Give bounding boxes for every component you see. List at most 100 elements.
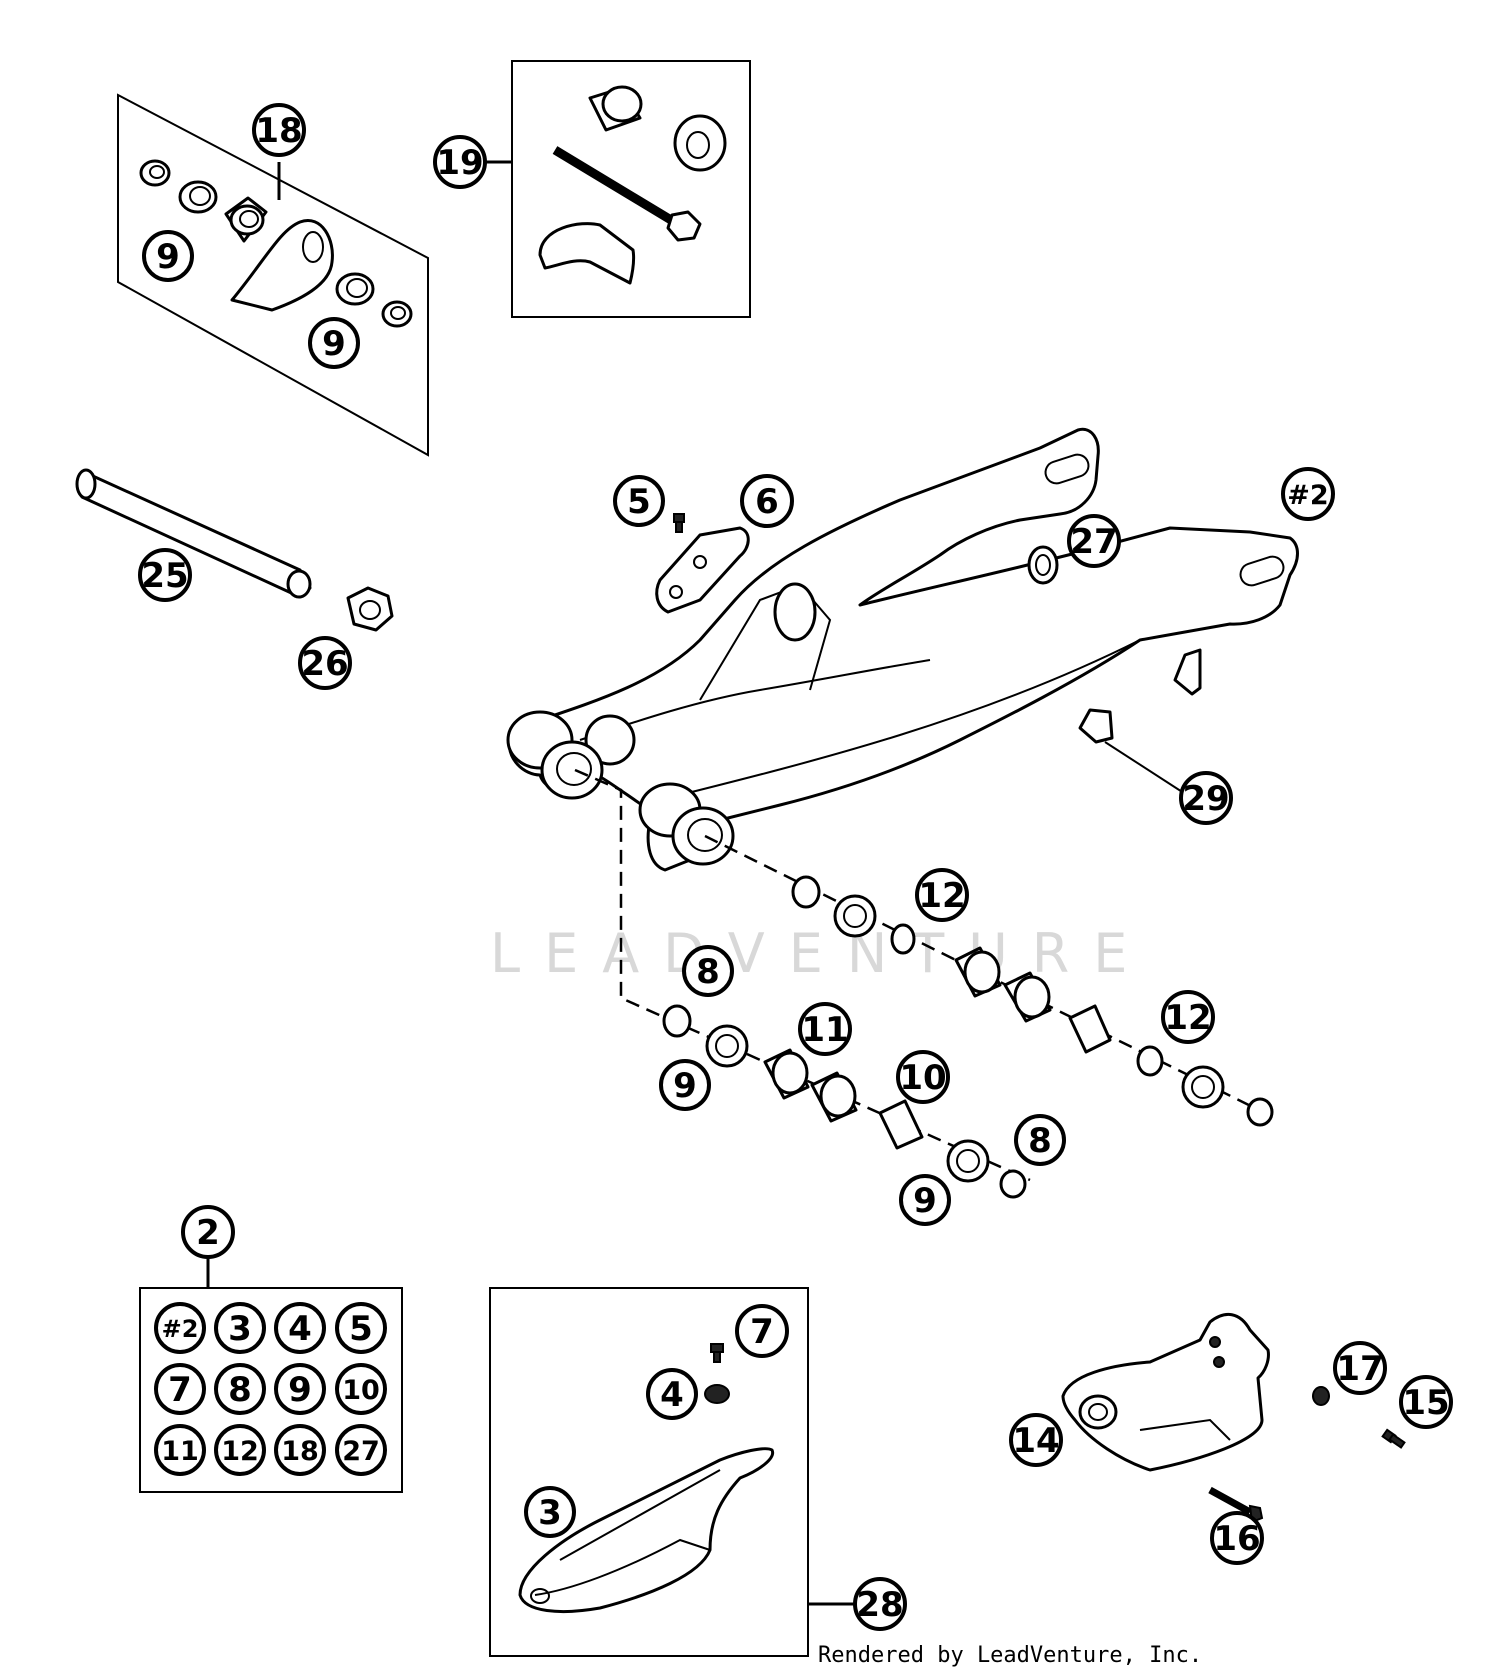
- callout-15: 15: [1399, 1375, 1453, 1429]
- pivot-boss-left: [506, 710, 604, 800]
- rubber-damper: [673, 114, 727, 172]
- svg-text:12: 12: [918, 876, 965, 916]
- pivot-axle-25: [75, 468, 312, 599]
- axle-slot-left: [1044, 453, 1090, 485]
- svg-text:9: 9: [673, 1066, 697, 1106]
- callout-29: 29: [1179, 771, 1233, 825]
- bushing-27: [1027, 545, 1059, 585]
- kit-item-7: 7: [154, 1363, 206, 1415]
- callout-12-lower: 12: [1161, 990, 1215, 1044]
- callout-17: 17: [1333, 1341, 1387, 1395]
- seal-ring-2: [335, 272, 375, 306]
- swingarm-main: [506, 427, 1299, 872]
- chain-guide-block: [230, 219, 334, 312]
- assembly-line-left: [574, 768, 1031, 1182]
- svg-text:19: 19: [436, 143, 483, 183]
- svg-text:27: 27: [342, 1436, 380, 1467]
- kit-item-18: 18: [274, 1424, 326, 1476]
- kit-item-3: 3: [214, 1302, 266, 1354]
- callout-19: 19: [433, 135, 487, 189]
- callout-28: 28: [853, 1577, 907, 1631]
- svg-text:3: 3: [538, 1493, 562, 1533]
- callout-14: 14: [1009, 1413, 1063, 1467]
- nut-4: [704, 1384, 730, 1404]
- half-shell-bracket: [538, 222, 636, 285]
- screw-7: [710, 1343, 724, 1363]
- kit-item-4: 4: [274, 1302, 326, 1354]
- pivot-boss-right: [638, 782, 735, 866]
- chain-guide-14: [1061, 1313, 1270, 1472]
- svg-text:8: 8: [228, 1370, 252, 1410]
- kit-grid: #2 3 4 5 7 8 9 10 11 12 18 27: [154, 1302, 387, 1476]
- svg-text:12: 12: [221, 1436, 259, 1467]
- svg-text:7: 7: [168, 1370, 192, 1410]
- svg-text:27: 27: [1070, 522, 1117, 562]
- svg-text:25: 25: [141, 556, 188, 596]
- kit-item-10: 10: [335, 1363, 387, 1415]
- pivot-stack-left: [662, 1004, 1027, 1199]
- callout-16: 16: [1210, 1511, 1264, 1565]
- svg-text:9: 9: [913, 1181, 937, 1221]
- leader-29: [1104, 741, 1191, 798]
- svg-text:4: 4: [660, 1375, 684, 1415]
- bolt-16: [1208, 1486, 1264, 1524]
- svg-text:7: 7: [750, 1312, 774, 1352]
- callout-26: 26: [298, 636, 352, 690]
- screw-15: [1381, 1428, 1406, 1449]
- svg-text:3: 3: [228, 1309, 252, 1349]
- callout-9-box18-upper: 9: [142, 230, 194, 282]
- screw-5: [673, 513, 685, 533]
- callout-25: 25: [138, 548, 192, 602]
- svg-text:11: 11: [801, 1010, 848, 1050]
- chain-slider-clip-6: [655, 526, 750, 614]
- svg-text:12: 12: [1164, 998, 1211, 1038]
- callout-6: 6: [740, 474, 794, 528]
- spacer-bushing: [588, 85, 643, 132]
- pivot-stack-right: [791, 875, 1274, 1127]
- callout-3: 3: [524, 1486, 576, 1538]
- callout-12-upper: 12: [915, 868, 969, 922]
- svg-text:#2: #2: [1287, 480, 1328, 511]
- svg-text:6: 6: [755, 482, 779, 522]
- nut-17: [1312, 1386, 1330, 1406]
- svg-text:14: 14: [1012, 1421, 1059, 1461]
- svg-text:4: 4: [288, 1309, 312, 1349]
- svg-text:26: 26: [301, 644, 348, 684]
- svg-text:18: 18: [281, 1436, 319, 1467]
- hardware-kit-19-box: [483, 60, 751, 318]
- bushing-small-1: [139, 159, 171, 187]
- kit-item-8: 8: [214, 1363, 266, 1415]
- kit-item-12: 12: [214, 1424, 266, 1476]
- svg-text:18: 18: [255, 111, 302, 151]
- callout-5: 5: [613, 475, 665, 527]
- kit-item-11: 11: [154, 1424, 206, 1476]
- callout-18: 18: [252, 103, 306, 157]
- svg-text:10: 10: [899, 1058, 946, 1098]
- pivot-nut-26: [346, 586, 394, 632]
- kit-item-9: 9: [274, 1363, 326, 1415]
- svg-text:10: 10: [342, 1375, 380, 1406]
- bushing-small-2: [381, 300, 413, 328]
- svg-text:16: 16: [1213, 1519, 1260, 1559]
- brake-caliper-lug: [1173, 648, 1202, 696]
- svg-text:9: 9: [156, 237, 180, 277]
- credit-text: Rendered by LeadVenture, Inc.: [818, 1643, 1202, 1668]
- long-bolt: [552, 146, 702, 242]
- svg-text:9: 9: [288, 1370, 312, 1410]
- watermark-text: LEADVENTURE: [490, 922, 1151, 985]
- svg-text:9: 9: [322, 324, 346, 364]
- svg-text:5: 5: [349, 1309, 373, 1349]
- chain-slider-3: [518, 1447, 775, 1613]
- kit-item-swingarm-2: #2: [154, 1302, 206, 1354]
- svg-text:8: 8: [1028, 1121, 1052, 1161]
- svg-text:2: 2: [196, 1213, 220, 1253]
- callout-10: 10: [896, 1050, 950, 1104]
- callout-4: 4: [646, 1368, 698, 1420]
- svg-text:17: 17: [1336, 1349, 1383, 1389]
- svg-text:29: 29: [1182, 779, 1229, 819]
- svg-text:11: 11: [161, 1436, 199, 1467]
- kit-item-5: 5: [335, 1302, 387, 1354]
- bearing-kit-18-box: [117, 93, 429, 457]
- chain-slider-28-box: [489, 1287, 857, 1657]
